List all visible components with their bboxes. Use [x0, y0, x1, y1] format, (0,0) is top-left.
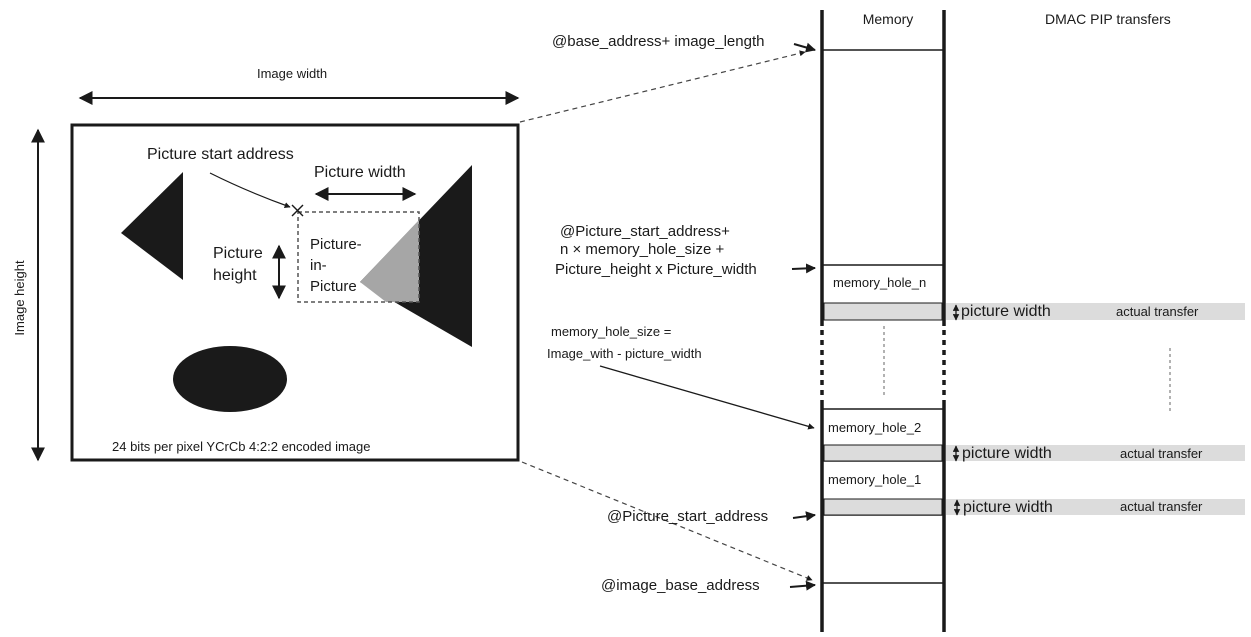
address-top-label: @base_address+ image_length [552, 33, 764, 50]
dmac-transfer-band-2 [946, 445, 1245, 461]
encoding-note: 24 bits per pixel YCrCb 4:2:2 encoded im… [112, 439, 370, 454]
dmac-row-2-transfer-label: actual transfer [1120, 446, 1203, 461]
pip-overlap-region [360, 220, 419, 302]
dmac-transfer-band-n [946, 303, 1245, 320]
pip-label-line3: Picture [310, 278, 357, 295]
memory-hole-1-label: memory_hole_1 [828, 472, 921, 487]
picture-start-pointer [209, 172, 291, 209]
memory-transfer-slice-2 [823, 444, 943, 462]
memory-column-gap [820, 330, 946, 398]
picture-height-label-line1: Picture [213, 245, 263, 262]
image-height-label: Image height [12, 260, 27, 336]
picture-start-label: Picture start address [147, 146, 294, 163]
memory-hole-2-label: memory_hole_2 [828, 420, 921, 435]
memory-header: Memory [863, 11, 914, 27]
dmac-row-n-transfer-label: actual transfer [1116, 304, 1199, 319]
image-frame [70, 123, 520, 462]
dmac-size-arrows [952, 304, 961, 516]
memory-hole-n-label: memory_hole_n [833, 275, 926, 290]
image-base-address-label: @image_base_address [601, 577, 760, 594]
pip-label-line1: Picture- [310, 236, 362, 253]
picture-width-label: Picture width [314, 164, 406, 181]
address-top-arrow [793, 42, 816, 53]
dmac-transfer-band-1 [946, 499, 1245, 515]
picture-start-address-arrow [792, 511, 816, 522]
hole-size-label-line2: Image_with - picture_width [547, 346, 702, 361]
hole-size-label-line1: memory_hole_size = [551, 324, 671, 339]
picture-end-address-line1: @Picture_start_address+ [560, 223, 730, 240]
memory-transfer-slice-n [823, 302, 943, 321]
picture-end-address-arrow [791, 263, 816, 274]
ellipse-shape [173, 346, 287, 412]
dmac-row-n-width-label: picture width [961, 303, 1051, 320]
picture-end-address-line2: n × memory_hole_size + [560, 241, 724, 258]
dmac-row-1-width-label: picture width [963, 499, 1053, 516]
picture-start-x-mark [291, 204, 304, 217]
picture-height-label-line2: height [213, 267, 257, 284]
projection-bottom-line [521, 461, 813, 581]
dmac-row-2-width-label: picture width [962, 445, 1052, 462]
picture-start-address-label: @Picture_start_address [607, 508, 768, 525]
image-width-label: Image width [257, 66, 327, 81]
image-base-address-arrow [789, 580, 816, 591]
left-triangle-shape [121, 172, 183, 280]
dmac-title: DMAC PIP transfers [1045, 11, 1171, 27]
pip-label-line2: in- [310, 257, 327, 274]
projection-top-line [519, 50, 806, 123]
memory-column [820, 10, 946, 632]
picture-end-address-line3: Picture_height x Picture_width [555, 261, 757, 278]
hole-size-arrow [599, 365, 815, 430]
memory-transfer-slice-1 [823, 498, 943, 516]
dmac-row-1-transfer-label: actual transfer [1120, 499, 1203, 514]
